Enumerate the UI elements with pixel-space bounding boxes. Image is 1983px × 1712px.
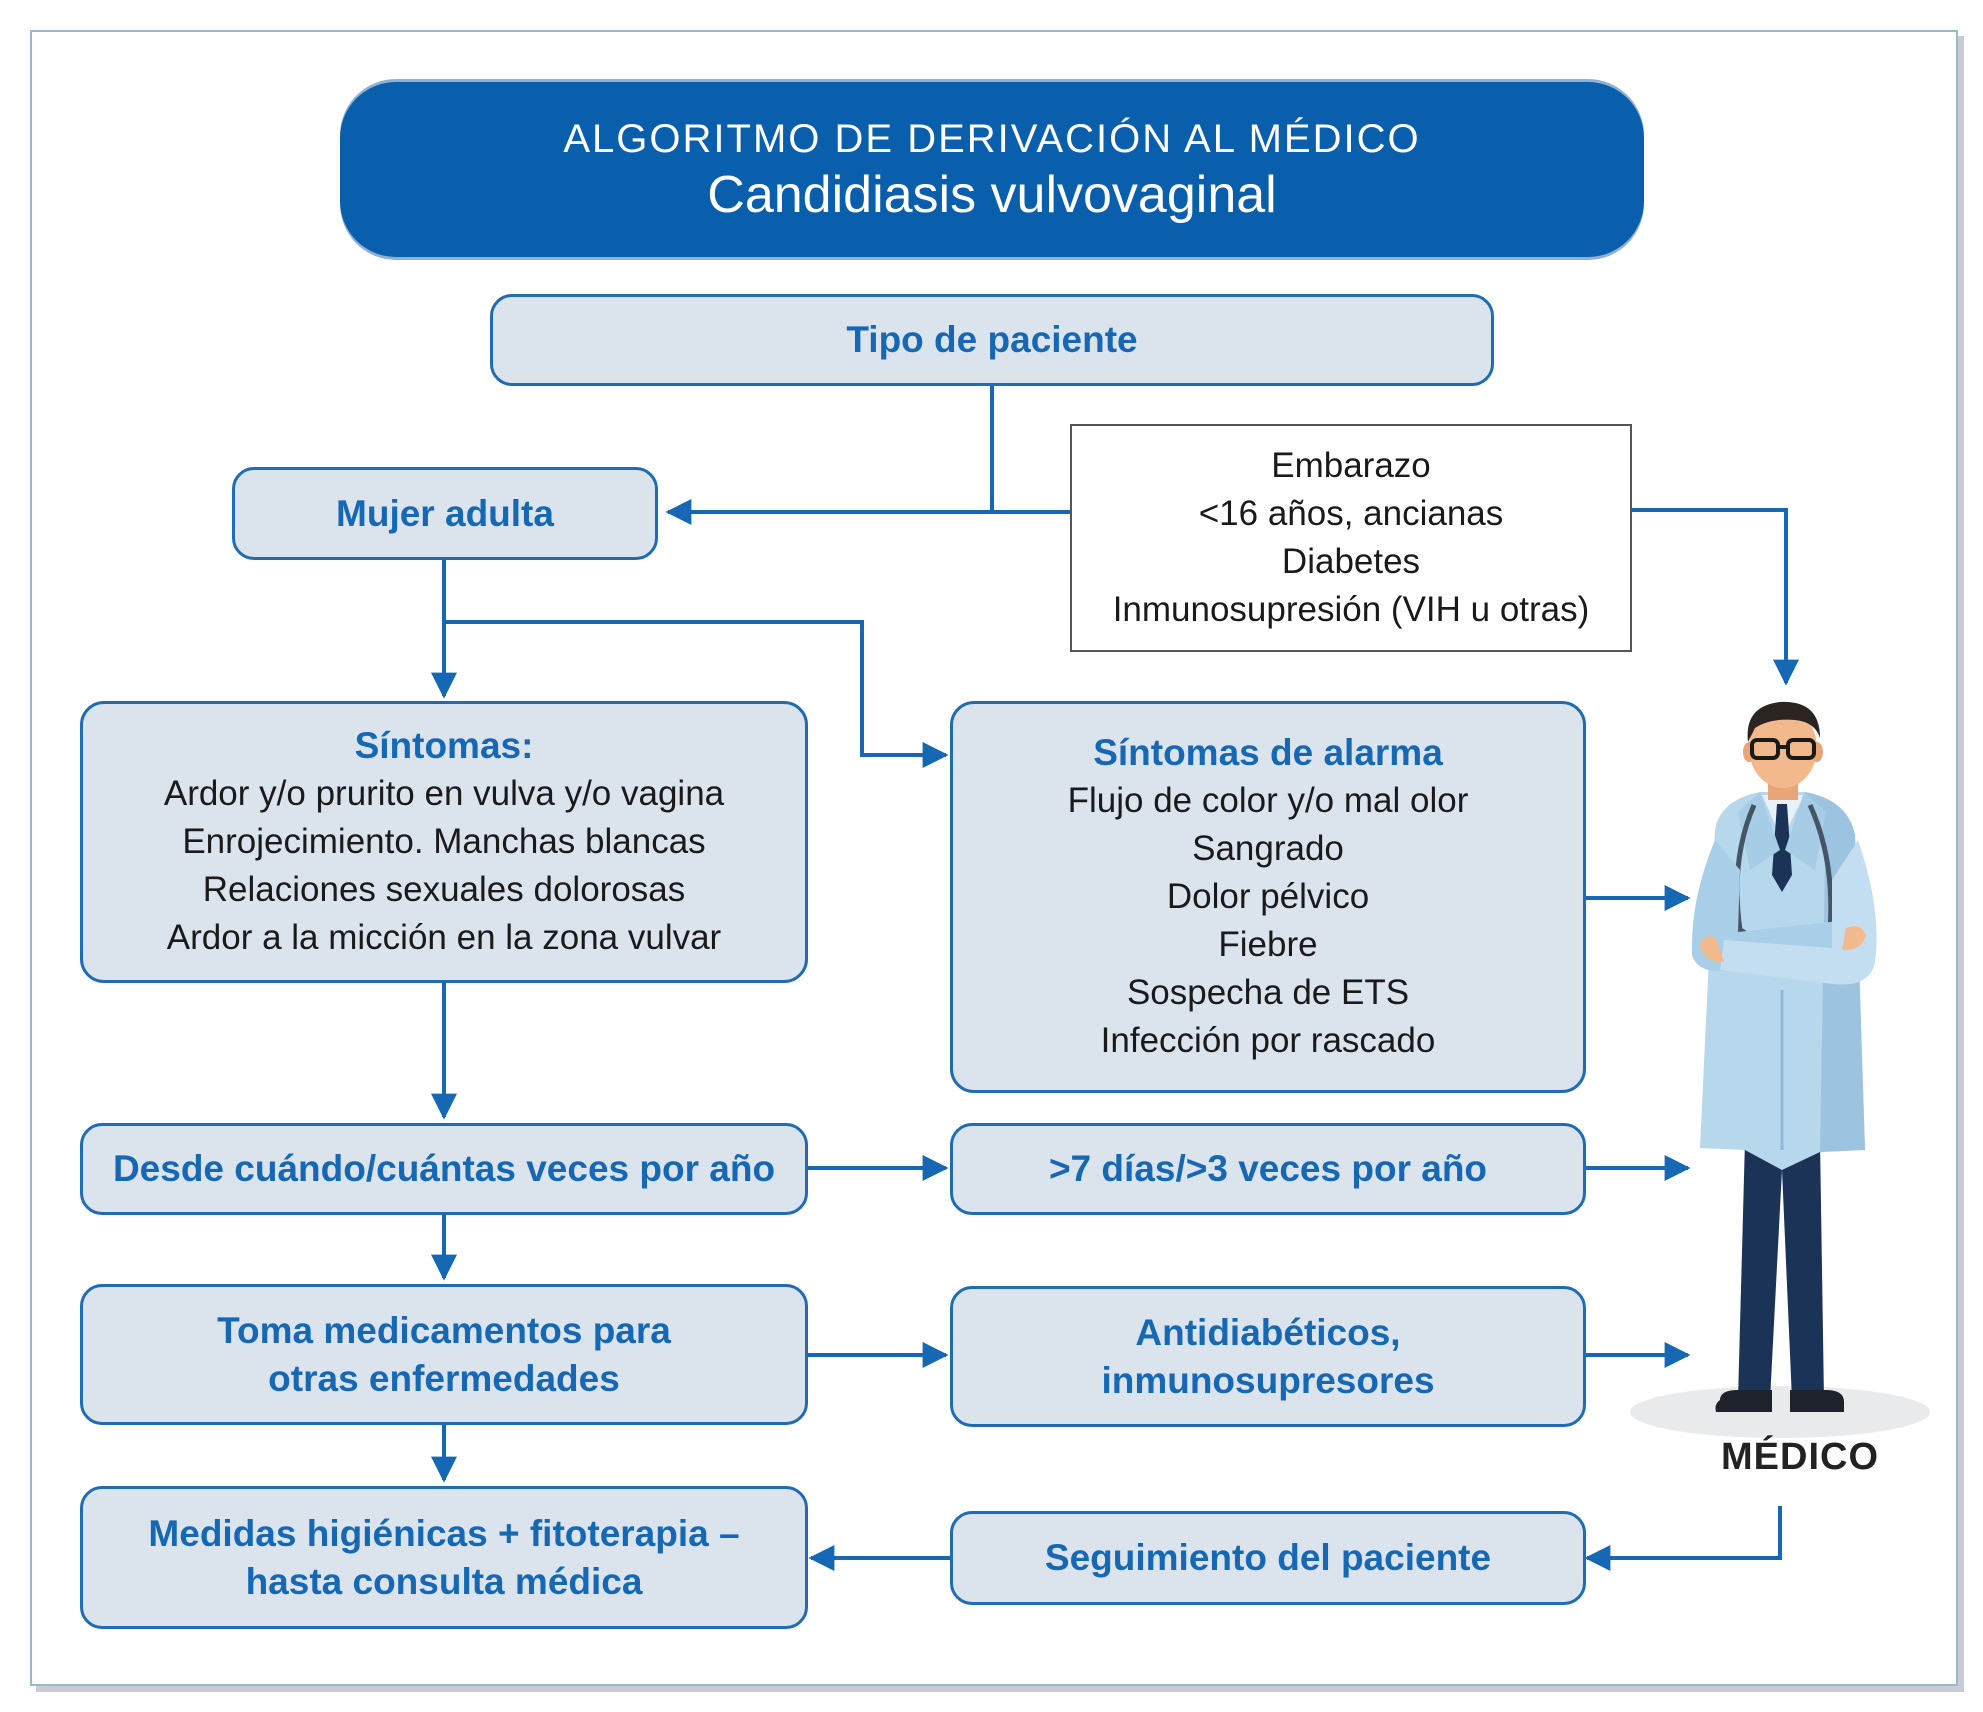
- doctor-arm-back: [1691, 840, 1850, 971]
- node-follow-up-label: Seguimiento del paciente: [1044, 1537, 1492, 1578]
- doctor-lapel-left: [1738, 792, 1780, 870]
- medication-list-line: inmunosupresores: [1101, 1359, 1435, 1401]
- node-risk-factors: Embarazo <16 años, ancianas Diabetes Inm…: [1070, 424, 1632, 652]
- alarm-symptom-item: Flujo de color y/o mal olor: [1067, 781, 1469, 820]
- symptom-item: Ardor y/o prurito en vulva y/o vagina: [163, 774, 725, 813]
- measures-line: Medidas higiénicas + fitoterapia –: [148, 1512, 740, 1554]
- measures-line: hasta consulta médica: [245, 1560, 643, 1602]
- header-supertitle: ALGORITMO DE DERIVACIÓN AL MÉDICO: [563, 116, 1421, 161]
- risk-factor-item: Embarazo: [1271, 446, 1431, 485]
- doctor-shoe-right: [1790, 1390, 1844, 1412]
- doctor-shoe-left: [1715, 1390, 1772, 1412]
- alarm-symptom-item: Dolor pélvico: [1166, 877, 1370, 916]
- connector-risk-to-doctor: [1632, 508, 1799, 686]
- node-alarm-symptoms: Síntomas de alarma Flujo de color y/o ma…: [950, 701, 1586, 1093]
- risk-factor-item: Inmunosupresión (VIH u otras): [1112, 590, 1590, 629]
- symptom-item: Ardor a la micción en la zona vulvar: [166, 918, 722, 957]
- connector-doctor-to-followup: [1584, 1506, 1782, 1571]
- alarm-symptom-item: Sospecha de ETS: [1126, 973, 1410, 1012]
- medication-list-line: Antidiabéticos,: [1135, 1311, 1401, 1353]
- header-title: Candidiasis vulvovaginal: [707, 165, 1277, 224]
- node-duration-threshold: >7 días/>3 veces por año: [950, 1123, 1586, 1215]
- risk-factor-item: <16 años, ancianas: [1198, 494, 1504, 533]
- symptom-item: Relaciones sexuales dolorosas: [202, 870, 686, 909]
- doctor-lapel-right: [1785, 792, 1826, 870]
- doctor-hand-right: [1842, 926, 1866, 951]
- node-adult-woman-label: Mujer adulta: [336, 492, 554, 534]
- doctor-glasses-icon: [1750, 738, 1816, 760]
- node-medication-question: Toma medicamentos para otras enfermedade…: [80, 1284, 808, 1425]
- node-duration-threshold-label: >7 días/>3 veces por año: [1048, 1148, 1488, 1189]
- node-alarm-symptoms-title: Síntomas de alarma: [1093, 732, 1443, 773]
- risk-factor-item: Diabetes: [1281, 542, 1421, 581]
- doctor-legs: [1738, 1140, 1824, 1400]
- node-follow-up: Seguimiento del paciente: [950, 1511, 1586, 1605]
- connector-patient-to-adult: [665, 384, 994, 525]
- node-patient-type: Tipo de paciente: [490, 294, 1494, 386]
- medication-question-line: Toma medicamentos para: [217, 1309, 671, 1351]
- node-duration-question-label: Desde cuándo/cuántas veces por año: [112, 1148, 776, 1189]
- node-duration-question: Desde cuándo/cuántas veces por año: [80, 1123, 808, 1215]
- node-symptoms-title: Síntomas:: [354, 725, 534, 766]
- node-measures: Medidas higiénicas + fitoterapia – hasta…: [80, 1486, 808, 1629]
- node-adult-woman: Mujer adulta: [232, 467, 658, 560]
- medication-question-line: otras enfermedades: [268, 1357, 620, 1399]
- doctor-hair: [1747, 701, 1820, 742]
- symptom-item: Enrojecimiento. Manchas blancas: [182, 822, 706, 861]
- alarm-symptom-item: Sangrado: [1192, 829, 1344, 868]
- node-medication-list: Antidiabéticos, inmunosupresores: [950, 1286, 1586, 1427]
- node-patient-type-label: Tipo de paciente: [846, 319, 1138, 360]
- diagram-header: ALGORITMO DE DERIVACIÓN AL MÉDICO Candid…: [340, 82, 1644, 257]
- doctor-shadow: [1630, 1386, 1930, 1438]
- doctor-arm-front: [1720, 840, 1877, 985]
- alarm-symptom-item: Infección por rascado: [1100, 1021, 1436, 1060]
- alarm-symptom-item: Fiebre: [1218, 925, 1318, 964]
- doctor-tie: [1772, 804, 1792, 892]
- node-symptoms: Síntomas: Ardor y/o prurito en vulva y/o…: [80, 701, 808, 983]
- doctor-hand-left: [1700, 936, 1724, 962]
- doctor-label: MÉDICO: [1721, 1436, 1879, 1478]
- connector-adult-to-alarm: [444, 620, 949, 768]
- doctor-illustration: [1630, 701, 1930, 1438]
